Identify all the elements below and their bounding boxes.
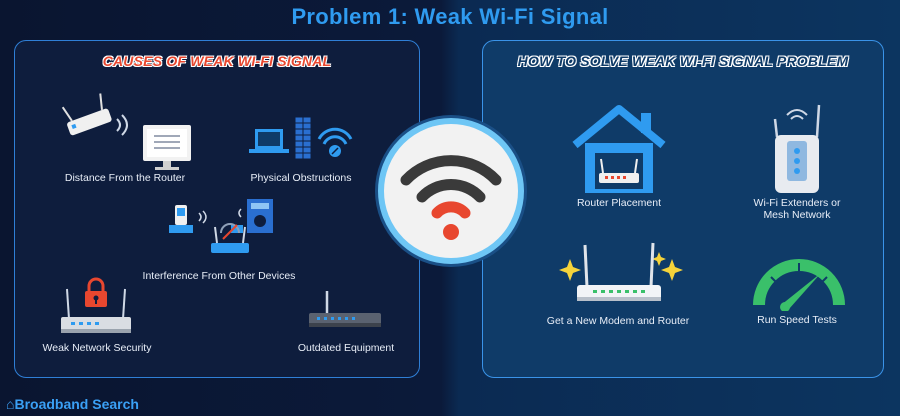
- router-distance-icon: [61, 93, 191, 170]
- home-icon: ⌂: [6, 396, 15, 412]
- security-label: Weak Network Security: [42, 342, 152, 354]
- obstruction-icon: [249, 116, 353, 160]
- extender-label-line2: Mesh Network: [763, 209, 831, 221]
- distance-label: Distance From the Router: [64, 172, 186, 184]
- solutions-panel: HOW TO SOLVE WEAK WI-FI SIGNAL PROBLEM R…: [482, 40, 884, 378]
- outdated-label: Outdated Equipment: [297, 342, 395, 354]
- interference-icon: [169, 199, 273, 253]
- brand-logo[interactable]: ⌂Broadband Search: [6, 396, 139, 412]
- old-router-icon: [309, 291, 381, 327]
- wifi-icon: [400, 155, 502, 240]
- extender-icon: [773, 104, 821, 193]
- page-title: Problem 1: Weak Wi-Fi Signal: [291, 4, 609, 29]
- interference-label: Interference From Other Devices: [142, 270, 296, 282]
- extender-label-line1: Wi-Fi Extenders or: [753, 197, 841, 209]
- house-router-icon: [572, 105, 666, 193]
- wifi-emblem: [378, 118, 524, 264]
- speedometer-icon: [753, 259, 845, 311]
- causes-panel: CAUSES OF WEAK WI-FI SIGNAL Distance Fro…: [14, 40, 420, 378]
- speed-test-label: Run Speed Tests: [757, 314, 837, 326]
- solutions-heading: HOW TO SOLVE WEAK WI-FI SIGNAL PROBLEM: [517, 53, 849, 69]
- obstructions-label: Physical Obstructions: [250, 172, 352, 184]
- lock-router-icon: [61, 277, 131, 333]
- new-router-label: Get a New Modem and Router: [546, 315, 690, 327]
- brand-name: Broadband Search: [14, 396, 139, 412]
- causes-heading: CAUSES OF WEAK WI-FI SIGNAL: [102, 53, 332, 69]
- placement-label: Router Placement: [576, 197, 662, 209]
- new-router-icon: [559, 242, 683, 301]
